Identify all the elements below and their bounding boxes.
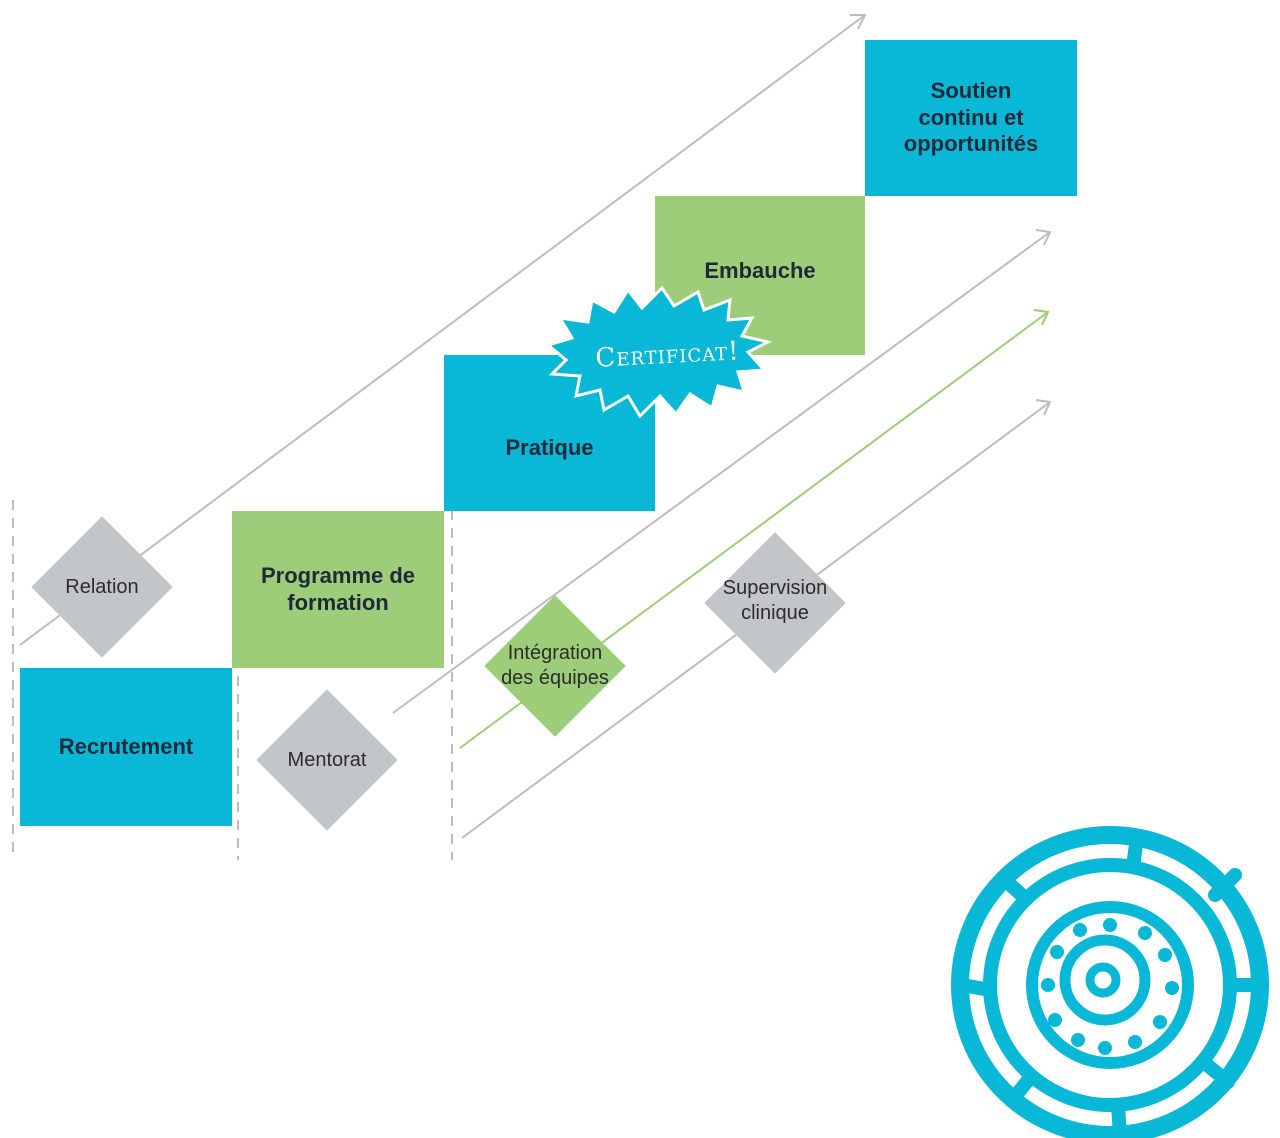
box-soutien-label: Soutien continu et opportunités [903,78,1039,157]
diamond-integration: Intégration des équipes [484,595,626,737]
box-pratique: Pratique [444,355,655,511]
box-programme-label: Programme de formation [260,563,416,615]
box-embauche: Embauche [655,196,865,355]
concentric-circle-logo-icon [951,826,1269,1138]
diamond-relation-label: Relation [65,575,139,598]
box-pratique-label: Pratique [505,434,594,460]
diamond-relation: Relation [31,516,173,658]
diamond-mentorat-label: Mentorat [287,748,367,771]
box-embauche-label: Embauche [704,258,816,283]
box-programme-formation: Programme de formation [232,511,444,668]
diamond-integration-label: Intégration des équipes [501,642,609,689]
box-recrutement: Recrutement [20,668,232,826]
diamond-supervision: Supervision clinique [704,532,846,674]
box-recrutement-label: Recrutement [58,733,194,759]
arrow-top [19,14,867,646]
box-soutien: Soutien continu et opportunités [865,40,1077,196]
arrow-second [392,229,1052,714]
diamond-mentorat: Mentorat [256,689,398,831]
diamond-supervision-label: Supervision clinique [722,577,828,624]
